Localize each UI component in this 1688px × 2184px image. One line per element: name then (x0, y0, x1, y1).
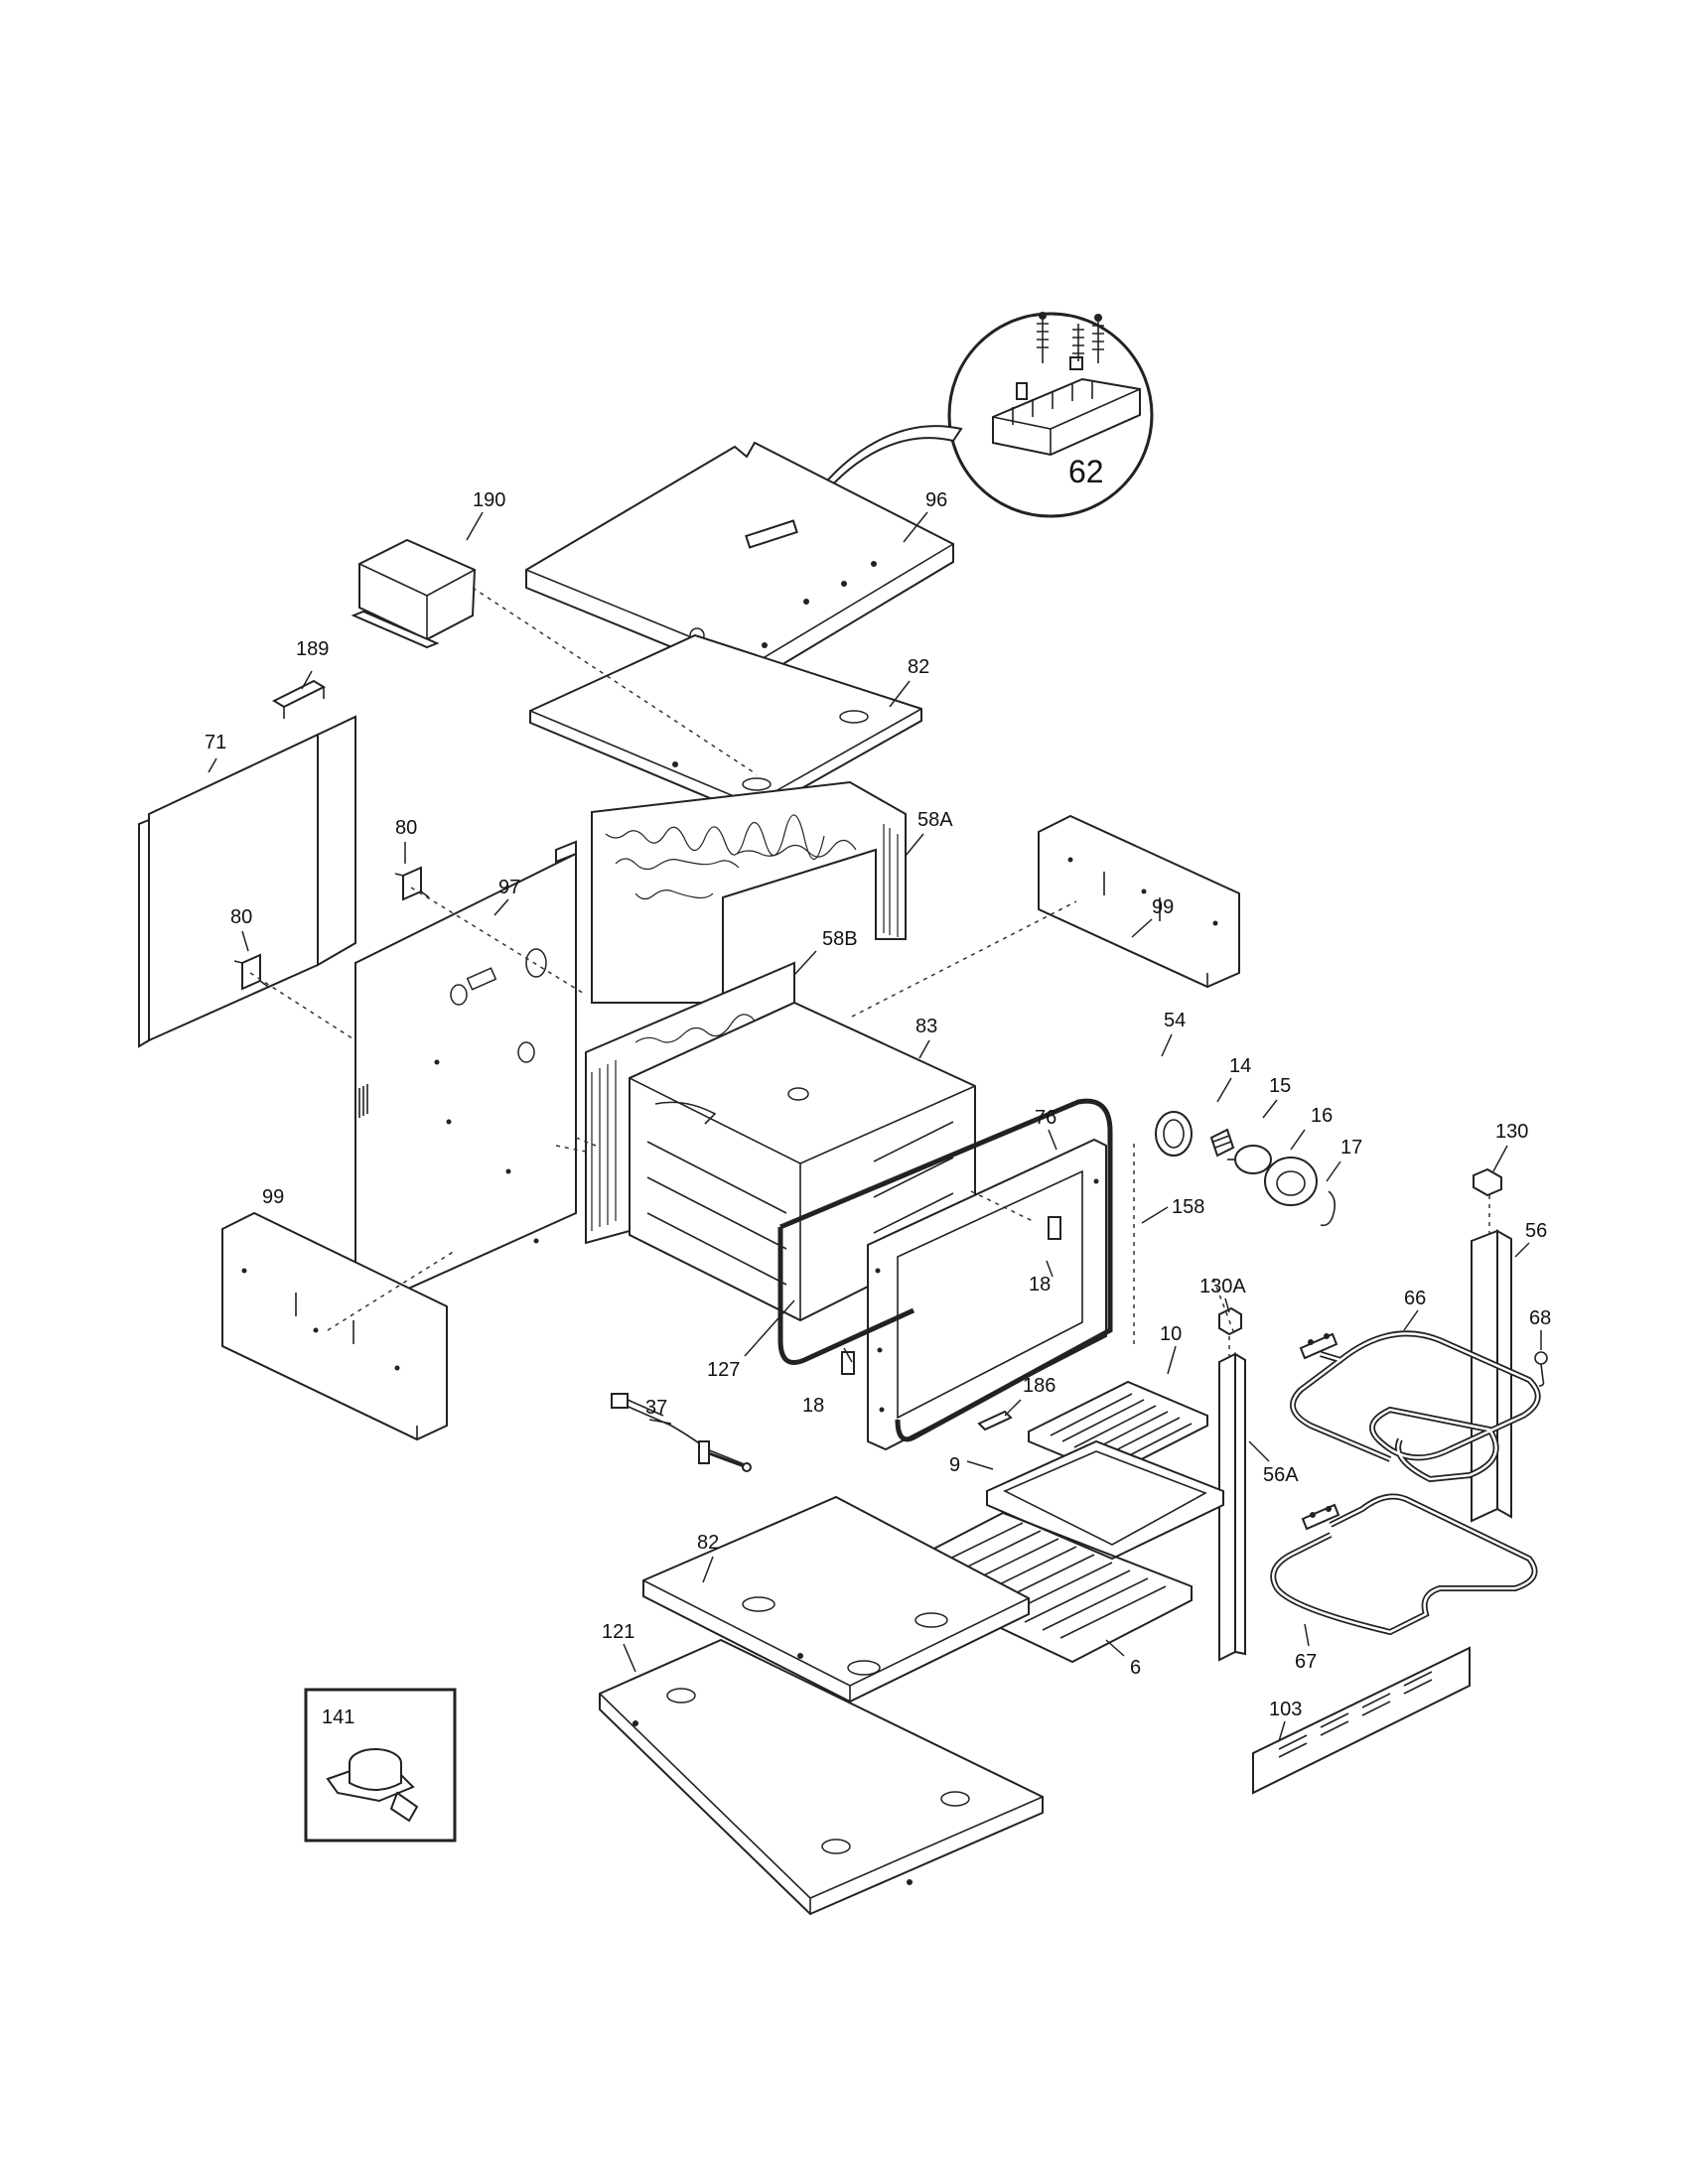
label-186: 186 (1023, 1375, 1055, 1397)
label-99-left: 99 (262, 1186, 284, 1208)
broil-pan (986, 1439, 1224, 1561)
element-support-rail-56A (1218, 1352, 1246, 1662)
door-gasket (777, 1098, 1113, 1442)
bake-element (1270, 1493, 1538, 1636)
label-83: 83 (915, 1016, 937, 1037)
label-99-right: 99 (1152, 896, 1174, 918)
label-6: 6 (1130, 1657, 1141, 1679)
label-76: 76 (1035, 1107, 1056, 1129)
clip-80-lower (233, 953, 269, 991)
label-9: 9 (949, 1454, 960, 1476)
label-58B: 58B (822, 928, 858, 950)
oven-bottom-panel (599, 1638, 1044, 1916)
label-130A: 130A (1199, 1276, 1246, 1297)
rear-wall-panel (354, 840, 577, 1314)
hook-68 (1534, 1351, 1548, 1387)
bottom-insulation-pad (642, 1495, 1030, 1704)
label-58A: 58A (917, 809, 953, 831)
left-side-wall-99 (221, 1211, 448, 1441)
vent-grille-103 (1252, 1646, 1471, 1795)
label-130: 130 (1495, 1121, 1528, 1143)
vent-bracket (351, 538, 477, 649)
label-97: 97 (498, 877, 520, 898)
element-support-rail-56 (1471, 1229, 1512, 1523)
hinge-receptacle-186 (977, 1410, 1013, 1432)
label-37: 37 (645, 1397, 667, 1419)
broil-element (1290, 1330, 1541, 1483)
label-189: 189 (296, 638, 329, 660)
label-17: 17 (1340, 1137, 1362, 1159)
label-10: 10 (1160, 1323, 1182, 1345)
label-141: 141 (322, 1706, 354, 1728)
label-56: 56 (1525, 1220, 1547, 1242)
label-190: 190 (473, 489, 505, 511)
label-80-lower: 80 (230, 906, 252, 928)
label-71: 71 (205, 732, 226, 753)
label-127: 127 (707, 1359, 740, 1381)
oven-light-assembly (1155, 1111, 1336, 1227)
label-14: 14 (1229, 1055, 1251, 1077)
label-80-upper: 80 (395, 817, 417, 839)
label-54: 54 (1164, 1010, 1186, 1031)
thermostat-inset-box (304, 1688, 457, 1843)
label-18-upper: 18 (1029, 1274, 1051, 1296)
label-67: 67 (1295, 1651, 1317, 1673)
right-side-wall-99 (1038, 814, 1240, 989)
clip-80-upper (394, 866, 430, 901)
clip-130 (1473, 1167, 1502, 1197)
label-16: 16 (1311, 1105, 1333, 1127)
small-bracket-189 (271, 679, 327, 719)
top-insulation-blanket (591, 780, 907, 1004)
label-158: 158 (1172, 1196, 1204, 1218)
alignment-lines (249, 587, 1490, 1356)
label-66: 66 (1404, 1288, 1426, 1309)
label-62: 62 (1068, 454, 1104, 489)
temperature-sensor (611, 1393, 752, 1472)
label-18-lower: 18 (802, 1395, 824, 1417)
leader-lines (208, 511, 1542, 1742)
left-side-panel (138, 715, 356, 1048)
label-68: 68 (1529, 1307, 1551, 1329)
label-121: 121 (602, 1621, 634, 1643)
oven-front-frame (841, 1138, 1107, 1451)
label-103: 103 (1269, 1699, 1302, 1720)
label-56A: 56A (1263, 1464, 1299, 1486)
label-15: 15 (1269, 1075, 1291, 1097)
top-panel (525, 441, 954, 683)
label-82-bottom: 82 (697, 1532, 719, 1554)
part-labels: 190 96 62 189 71 82 80 97 58A 99 80 58B … (205, 454, 1551, 1728)
terminal-block-detail-callout (947, 312, 1154, 518)
label-96: 96 (925, 489, 947, 511)
label-82-top: 82 (908, 656, 929, 678)
